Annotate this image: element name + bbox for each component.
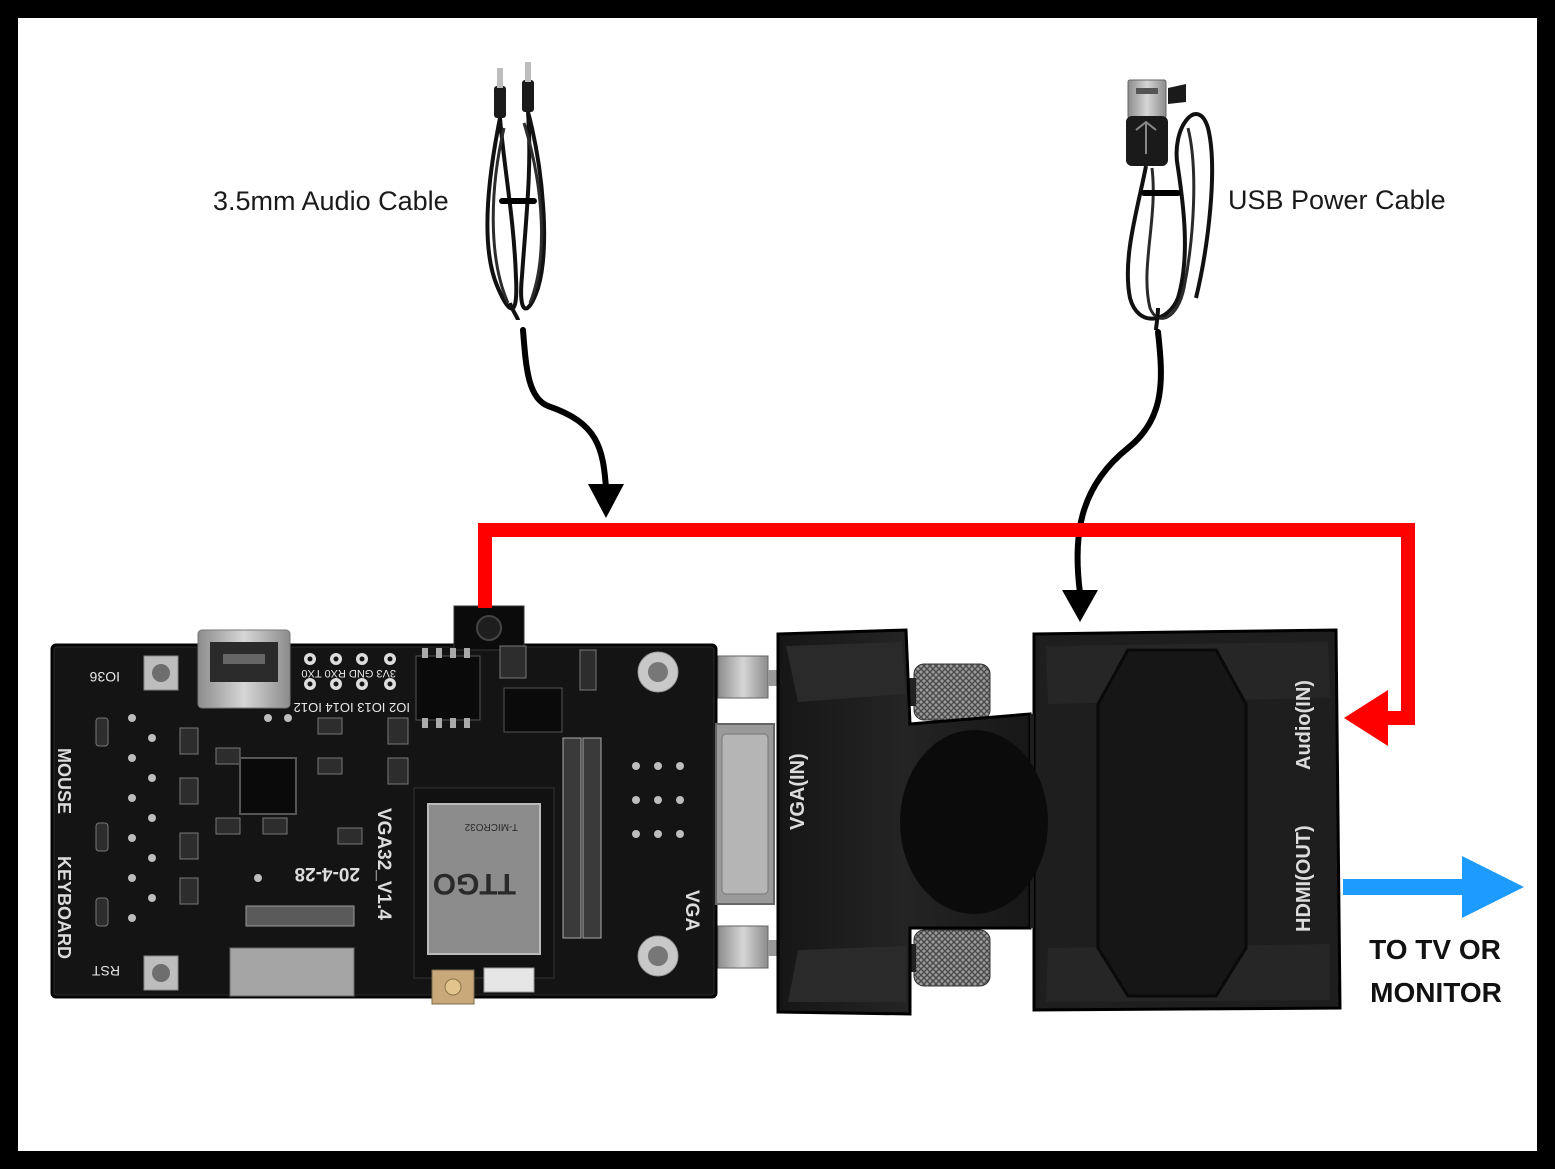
vga-hdmi-adapter: VGA(IN) Audio(IN) HDMI(OUT) [776, 628, 1342, 1016]
audio-cable-label: 3.5mm Audio Cable [213, 186, 449, 216]
audio-cable-arrow [520, 327, 609, 491]
board-date-label: 20-4-28 [295, 863, 361, 884]
hdmi-out-label: HDMI(OUT) [1293, 825, 1315, 932]
keyboard-label: KEYBOARD [54, 856, 74, 959]
rst-label: RST [92, 963, 120, 979]
vga-connector [715, 655, 782, 969]
audio-in-label: Audio(IN) [1293, 680, 1315, 770]
vga-in-label: VGA(IN) [787, 753, 809, 830]
diagram-frame: 3.5mm Audio Cable USB Power Cable [18, 18, 1537, 1151]
audio-cable-image [485, 62, 547, 321]
audio-path-arrowhead [1344, 690, 1388, 746]
output-label-line1: TO TV OR [1369, 934, 1501, 965]
usb-cable-image [1125, 79, 1215, 331]
output-arrow-shaft [1343, 879, 1463, 895]
io36-label: IO36 [89, 669, 120, 685]
output-arrowhead [1462, 856, 1524, 918]
vga32-board: 3V3 GND RX0 TX0 IO2 IO13 IO14 IO12 IO36 … [50, 605, 718, 1005]
usb-cable-arrow [1074, 329, 1164, 596]
audio-cable-arrowhead [588, 484, 624, 518]
pins-row1-label: 3V3 GND RX0 TX0 [301, 667, 396, 679]
usb-cable-arrowhead [1062, 590, 1098, 622]
output-label-line2: MONITOR [1370, 977, 1502, 1008]
connection-diagram: 3.5mm Audio Cable USB Power Cable [50, 62, 1524, 1016]
module-marks-label: T-MICRO32 [464, 821, 518, 832]
audio-path-line [478, 523, 1415, 725]
vga-port-label: VGA [681, 890, 702, 931]
pins-row2-label: IO2 IO13 IO14 IO12 [294, 700, 410, 715]
mouse-label: MOUSE [54, 748, 74, 814]
module-brand-label: TTGO [433, 867, 516, 900]
usb-cable-label: USB Power Cable [1228, 185, 1446, 215]
board-model-label: VGA32_V1.4 [373, 808, 394, 920]
